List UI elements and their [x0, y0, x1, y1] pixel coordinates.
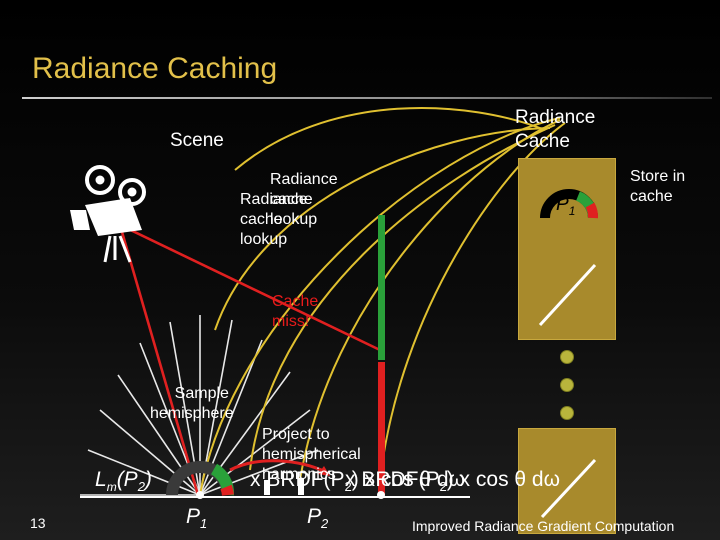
gauge-red [220, 484, 234, 496]
p2-marker-left [264, 480, 270, 495]
project-arrow [229, 459, 327, 474]
lookup-curves [199, 106, 566, 496]
equation-left: Lm(P2) [95, 468, 152, 495]
equation-middle: x BRDF(P2) x cos θ dω [250, 468, 465, 495]
ellipsis-dot [560, 378, 574, 392]
store-in-cache-label: Store in cache [630, 168, 686, 205]
p1-label: P1 [186, 505, 208, 532]
ellipsis-dot [560, 350, 574, 364]
slide-title: Radiance Caching [32, 52, 278, 85]
p2-marker-right [298, 478, 304, 495]
p2-label: P2 [307, 505, 329, 532]
slide-number: 13 [30, 515, 46, 531]
title-divider [22, 97, 712, 99]
sample-hemisphere-label: Sample hemisphere [150, 385, 234, 422]
radiance-cache-label: Radiance Cache [515, 107, 596, 152]
cache-miss-label: Cache miss! [272, 293, 319, 330]
camera-icon [70, 165, 146, 263]
p1-point [196, 491, 204, 499]
cache-slot-1 [518, 158, 616, 340]
footer-text: Improved Radiance Gradient Computation [412, 518, 675, 534]
cache-slot-3 [518, 428, 616, 534]
project-arrow-head [318, 466, 330, 476]
lookup-label-b: Radiance cache lookup [240, 191, 308, 248]
cache-p1-label: P1 [556, 194, 576, 218]
green-bar [378, 215, 385, 360]
camera-rays [118, 223, 381, 496]
p2-point [377, 491, 385, 499]
ellipsis-dot [560, 406, 574, 420]
red-bar [378, 362, 385, 495]
lookup-label-a: Radiance cache lookup [270, 171, 338, 228]
scene-label: Scene [170, 130, 224, 151]
equation-overlap: x BRDF(P2) x cos θ dω [345, 468, 560, 495]
project-label: Project to hemispherical harmonics [262, 426, 361, 483]
